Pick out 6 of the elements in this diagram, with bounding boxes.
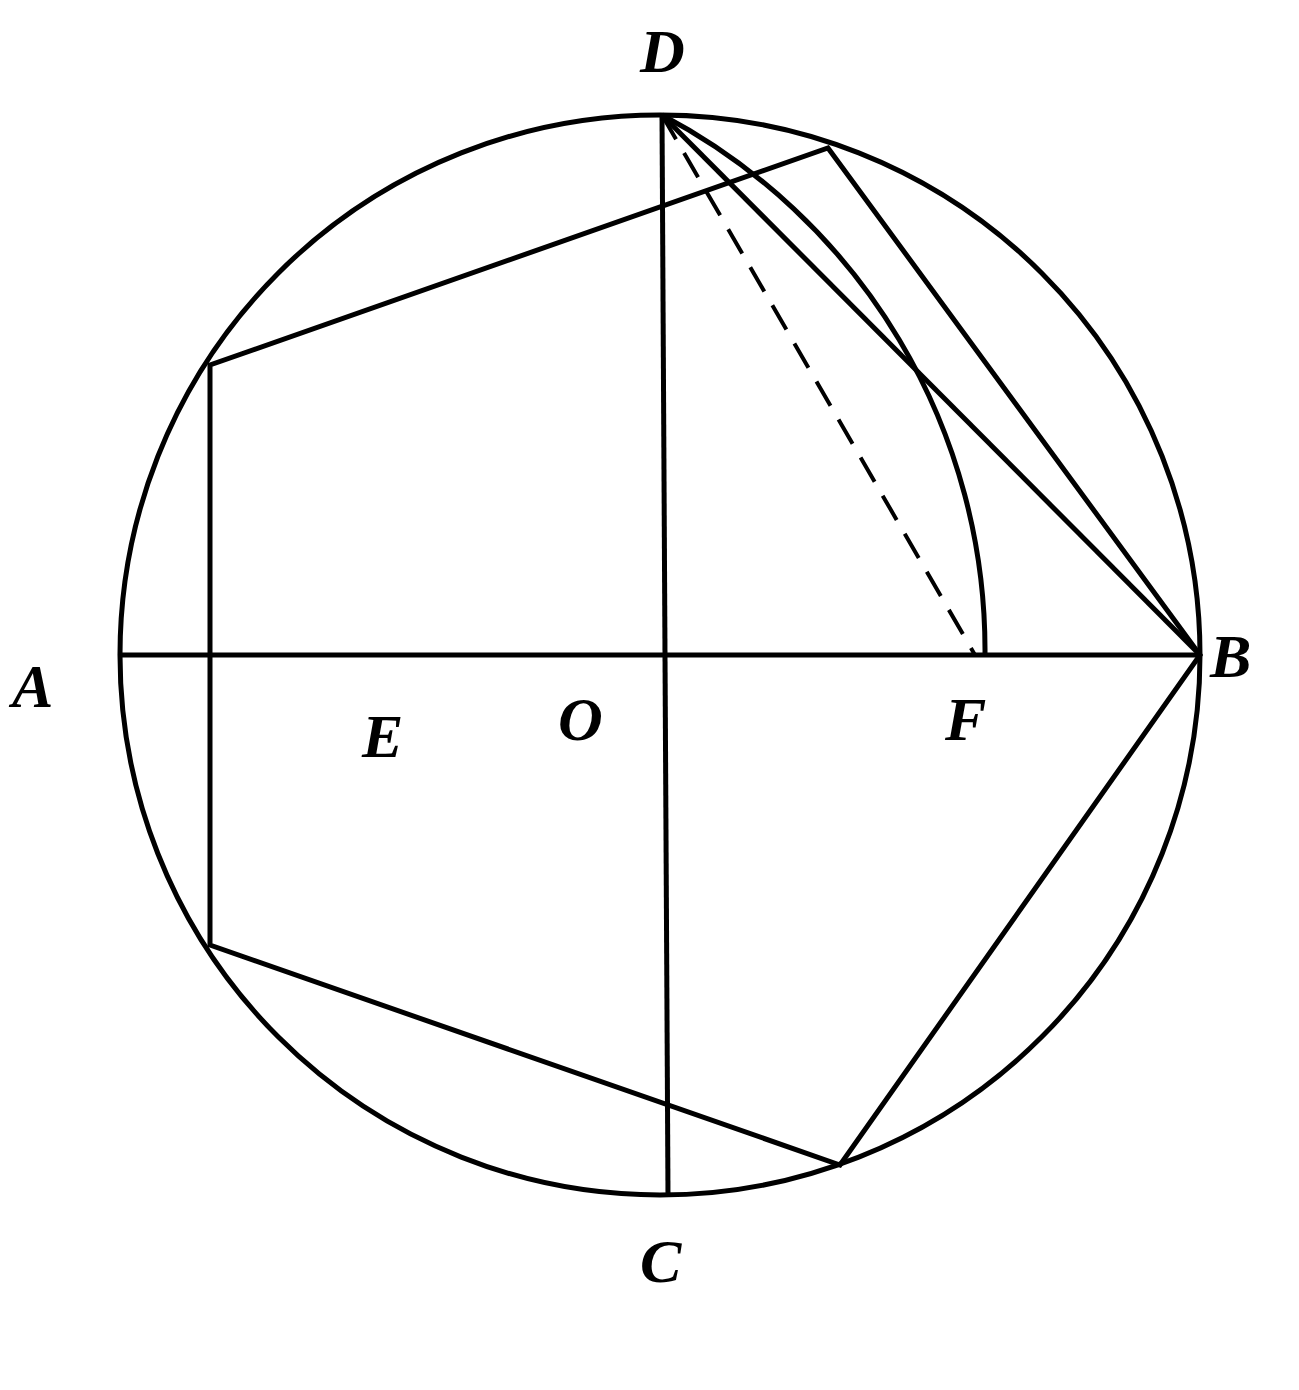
point-label: F — [945, 688, 987, 750]
point-label: C — [640, 1230, 682, 1292]
point-label: B — [1210, 625, 1252, 687]
point-label: D — [640, 20, 685, 82]
point-label: O — [558, 688, 603, 750]
point-label: E — [362, 705, 404, 767]
